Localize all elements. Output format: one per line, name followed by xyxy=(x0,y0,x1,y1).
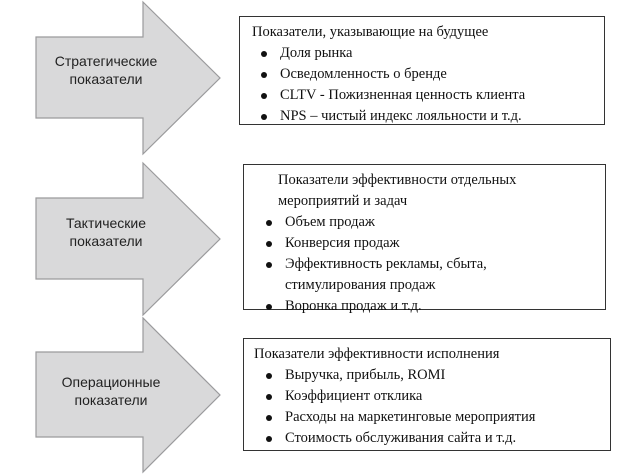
label-line: показатели xyxy=(69,233,143,249)
list-item: Доля рынка xyxy=(252,43,604,64)
list-item-text: Расходы на маркетинговые мероприятия xyxy=(285,409,536,425)
arrow-shape xyxy=(35,0,221,156)
list-item-text: Конверсия продаж xyxy=(285,235,400,251)
arrow-operational xyxy=(35,316,221,474)
arrow-shape xyxy=(35,316,221,474)
list-item-text: Осведомленность о бренде xyxy=(280,66,447,82)
bullet-icon xyxy=(266,241,272,247)
bullet-icon xyxy=(266,394,272,400)
arrow-strategic xyxy=(35,0,221,156)
info-box-strategic: Показатели, указывающие на будущее Доля … xyxy=(239,16,605,125)
info-box-tactical: Показатели эффективности отдельных мероп… xyxy=(243,164,606,314)
list-item-text: стимулирования продаж xyxy=(285,277,436,293)
label-line: Тактические xyxy=(65,215,147,231)
bullet-icon xyxy=(266,436,272,442)
arrow-label: Стратегические показатели xyxy=(36,52,176,88)
bullet-icon xyxy=(266,304,272,310)
box-heading: Показатели, указывающие на будущее xyxy=(252,24,489,40)
bullet-list: Доля рынка Осведомленность о бренде CLTV… xyxy=(252,43,604,127)
arrow-tactical xyxy=(35,161,221,316)
list-item: Воронка продаж и т.д. xyxy=(257,296,605,317)
bullet-list: Выручка, прибыль, ROMI Коэффициент откли… xyxy=(257,365,610,449)
list-item-text: Объем продаж xyxy=(285,214,375,230)
list-item-text: CLTV - Пожизненная ценность клиента xyxy=(280,87,526,103)
bullet-icon xyxy=(266,415,272,421)
bullet-icon xyxy=(261,72,267,78)
list-item-text: NPS – чистый индекс лояльности и т.д. xyxy=(280,108,522,124)
list-item: Стоимость обслуживания сайта и т.д. xyxy=(257,428,610,449)
list-item: Коэффициент отклика xyxy=(257,386,610,407)
list-item-text: Воронка продаж и т.д. xyxy=(285,298,422,314)
row-operational: Операционные показатели Показатели эффек… xyxy=(0,316,620,475)
bullet-icon xyxy=(261,93,267,99)
list-item: Объем продаж xyxy=(257,212,605,233)
list-item-text: Доля рынка xyxy=(280,45,353,61)
list-item: CLTV - Пожизненная ценность клиента xyxy=(252,85,604,106)
list-item-text: Коэффициент отклика xyxy=(285,388,423,404)
bullet-icon xyxy=(261,114,267,120)
bullet-icon xyxy=(266,373,272,379)
list-item: Конверсия продаж xyxy=(257,233,605,254)
list-item: Эффективность рекламы, сбыта, стимулирова… xyxy=(257,254,605,296)
bullet-icon xyxy=(261,51,267,57)
list-item-text: Эффективность рекламы, сбыта, xyxy=(285,256,487,272)
bullet-icon xyxy=(266,220,272,226)
list-item: NPS – чистый индекс лояльности и т.д. xyxy=(252,106,604,127)
list-item-text: Стоимость обслуживания сайта и т.д. xyxy=(285,430,517,446)
label-line: Стратегические xyxy=(54,53,158,69)
box-heading: Показатели эффективности исполнения xyxy=(254,346,500,362)
row-tactical: Тактические показатели Показатели эффект… xyxy=(0,158,620,316)
arrow-label: Тактические показатели xyxy=(36,214,176,250)
bullet-icon xyxy=(266,262,272,268)
label-line: показатели xyxy=(69,71,143,87)
label-line: Операционные xyxy=(61,374,161,390)
list-item: Осведомленность о бренде xyxy=(252,64,604,85)
row-strategic: Стратегические показатели Показатели, ук… xyxy=(0,0,620,158)
bullet-list: Объем продаж Конверсия продаж Эффективно… xyxy=(257,212,605,317)
list-item-text: Выручка, прибыль, ROMI xyxy=(285,367,446,383)
info-box-operational: Показатели эффективности исполнения Выру… xyxy=(243,338,611,451)
arrow-shape xyxy=(35,161,221,316)
arrow-label: Операционные показатели xyxy=(36,373,186,409)
list-item: Выручка, прибыль, ROMI xyxy=(257,365,610,386)
box-heading: Показатели эффективности отдельных xyxy=(278,172,517,188)
list-item: Расходы на маркетинговые мероприятия xyxy=(257,407,610,428)
box-heading: мероприятий и задач xyxy=(278,193,408,209)
label-line: показатели xyxy=(74,392,148,408)
